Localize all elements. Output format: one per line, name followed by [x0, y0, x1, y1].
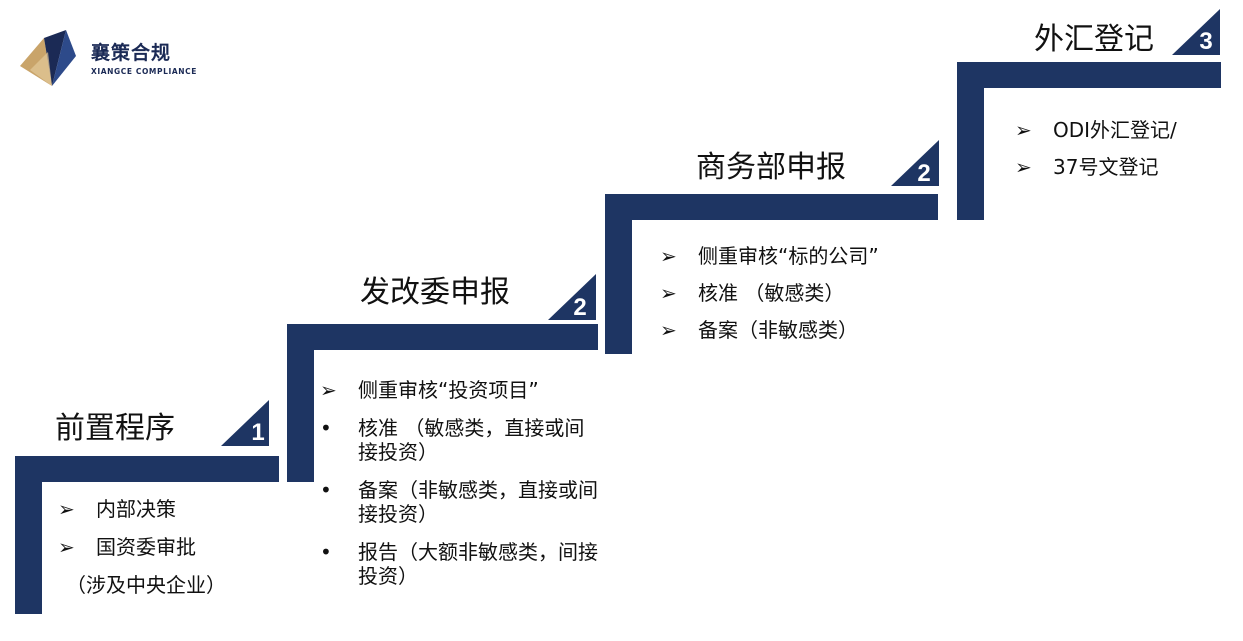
- step-1-badge: 1: [221, 400, 269, 446]
- step-4-list: ➢ ODI外汇登记/ ➢ 37号文登记: [1015, 118, 1230, 179]
- stair-step-2-riser: [287, 324, 314, 482]
- list-item: ➢ ODI外汇登记/: [1015, 118, 1177, 142]
- stair-step-4-riser: [957, 62, 984, 220]
- svg-text:3: 3: [1199, 28, 1212, 55]
- step-3-badge: 2: [891, 140, 939, 186]
- arrow-bullet-icon: ➢: [1015, 155, 1032, 179]
- step-1-list: ➢ 内部决策 ➢ 国资委审批 （涉及中央企业）: [58, 497, 268, 597]
- logo-name-en: XIANGCE COMPLIANCE: [91, 67, 197, 76]
- svg-text:2: 2: [917, 160, 930, 186]
- arrow-bullet-icon: ➢: [660, 244, 677, 268]
- dot-bullet-icon: •: [320, 478, 332, 502]
- stair-step-1-riser: [15, 456, 42, 614]
- stair-step-2-tread: [287, 324, 598, 350]
- stair-step-4-tread: [957, 62, 1221, 88]
- arrow-bullet-icon: ➢: [1015, 118, 1032, 142]
- svg-text:2: 2: [573, 294, 586, 320]
- step-4-badge: 3: [1172, 9, 1220, 55]
- arrow-bullet-icon: ➢: [58, 497, 75, 521]
- list-item: ➢ 国资委审批: [58, 535, 196, 559]
- list-item: • 报告（大额非敏感类，间接投资）: [320, 540, 598, 588]
- list-item: ➢ 37号文登记: [1015, 155, 1159, 179]
- step-2-list: ➢ 侧重审核“投资项目” • 核准 （敏感类，直接或间接投资） • 备案（非敏感…: [320, 378, 602, 588]
- stair-step-3-riser: [605, 194, 632, 354]
- list-item: ➢ 核准 （敏感类）: [660, 281, 845, 305]
- arrow-bullet-icon: ➢: [320, 378, 337, 402]
- list-item: （涉及中央企业）: [66, 573, 226, 597]
- svg-text:1: 1: [251, 419, 264, 446]
- arrow-bullet-icon: ➢: [58, 535, 75, 559]
- stair-step-1-tread: [15, 456, 279, 482]
- logo-mark-icon: [20, 30, 76, 86]
- step-2-title: 发改委申报: [360, 275, 510, 310]
- list-item: ➢ 侧重审核“投资项目”: [320, 378, 539, 402]
- list-item: ➢ 侧重审核“标的公司”: [660, 244, 879, 268]
- step-3-title: 商务部申报: [696, 150, 846, 185]
- list-item: ➢ 备案（非敏感类）: [660, 318, 858, 342]
- list-item: • 核准 （敏感类，直接或间接投资）: [320, 416, 585, 464]
- list-item: • 备案（非敏感类，直接或间接投资）: [320, 478, 598, 526]
- step-4-title: 外汇登记: [1034, 22, 1154, 57]
- logo-name-cn: 襄策合规: [91, 42, 172, 64]
- dot-bullet-icon: •: [320, 540, 332, 564]
- arrow-bullet-icon: ➢: [660, 318, 677, 342]
- arrow-bullet-icon: ➢: [660, 281, 677, 305]
- company-logo: 襄策合规 XIANGCE COMPLIANCE: [18, 26, 198, 88]
- step-2-badge: 2: [548, 274, 596, 320]
- step-1-title: 前置程序: [55, 411, 175, 446]
- list-item: ➢ 内部决策: [58, 497, 176, 521]
- stair-step-3-tread: [605, 194, 938, 220]
- dot-bullet-icon: •: [320, 416, 332, 440]
- step-3-list: ➢ 侧重审核“标的公司” ➢ 核准 （敏感类） ➢ 备案（非敏感类）: [660, 244, 940, 342]
